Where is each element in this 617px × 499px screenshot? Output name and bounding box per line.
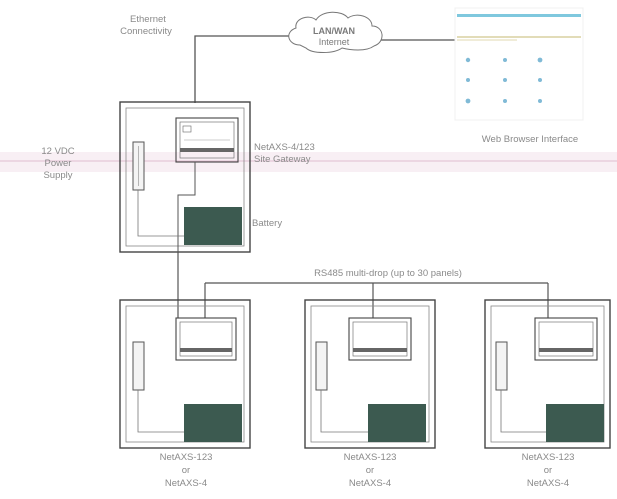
ethernet-label-2: Connectivity [120, 26, 172, 37]
browser-window-icon [454, 7, 584, 121]
cloud-label-1: LAN/WAN [313, 26, 355, 36]
panel-2-label-1: NetAXS-123 [344, 452, 397, 463]
battery-icon [368, 404, 426, 442]
browser-label: Web Browser Interface [482, 134, 578, 145]
panel-3 [484, 299, 611, 449]
battery-label: Battery [252, 218, 282, 229]
power-label-1: 12 VDC [41, 146, 74, 157]
gateway-wire [177, 162, 196, 252]
panel-1-label-3: NetAXS-4 [165, 478, 207, 489]
fuse-icon [132, 341, 145, 391]
gateway-label-2: Site Gateway [254, 154, 311, 165]
panel-3-label-1: NetAXS-123 [522, 452, 575, 463]
panel-2-label-3: NetAXS-4 [349, 478, 391, 489]
circuit-board-icon [175, 117, 239, 163]
panel-3-label-3: NetAXS-4 [527, 478, 569, 489]
panel-1-label-2: or [182, 465, 190, 476]
gateway-label-1: NetAXS-4/123 [254, 142, 315, 153]
panel-2 [304, 299, 436, 449]
battery-icon [184, 207, 242, 245]
panel-2-label-2: or [366, 465, 374, 476]
fuse-icon [495, 341, 508, 391]
power-label-3: Supply [43, 170, 72, 181]
panel-1 [119, 299, 251, 449]
battery-icon [184, 404, 242, 442]
panel-3-label-2: or [544, 465, 552, 476]
circuit-board-icon [175, 317, 237, 361]
circuit-board-icon [534, 317, 598, 361]
panel-1-label-1: NetAXS-123 [160, 452, 213, 463]
circuit-board-icon [348, 317, 412, 361]
gateway-wire-2 [137, 190, 184, 237]
power-label-2: Power [45, 158, 72, 169]
cloud-label-2: Internet [319, 37, 350, 47]
cloud-icon [288, 11, 383, 53]
rs485-label: RS485 multi-drop (up to 30 panels) [314, 268, 462, 279]
battery-icon [546, 404, 604, 442]
fuse-icon [132, 141, 145, 191]
panel-wire [320, 390, 368, 433]
ethernet-label-1: Ethernet [130, 14, 166, 25]
accent-band [0, 152, 617, 172]
fuse-icon [315, 341, 328, 391]
gateway-cabinet [119, 101, 251, 253]
panel-wire [137, 390, 184, 433]
panel-wire [500, 390, 546, 433]
ethernet-link [194, 35, 300, 103]
